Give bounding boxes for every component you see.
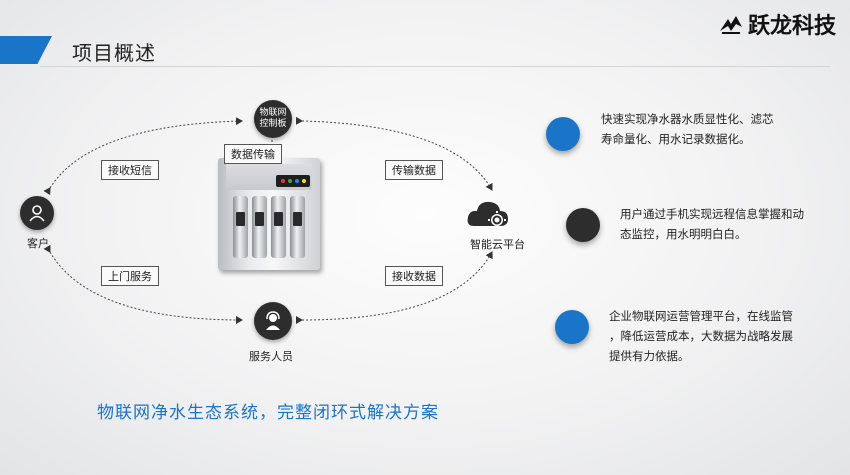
bullet-dot-1 [546, 117, 580, 151]
brand: 跃龙科技 [718, 8, 836, 40]
bullet-dot-3 [555, 310, 589, 344]
filter-cartridge [290, 196, 305, 258]
dragon-logo-icon [718, 13, 744, 35]
edge-label-receive-data: 接收数据 [385, 266, 443, 286]
iot-board-node: 物联网控制板 [254, 100, 292, 138]
customer-node [20, 196, 54, 230]
edge-label-onsite-service: 上门服务 [101, 266, 159, 286]
water-purifier-image [218, 158, 320, 270]
bullet-text-2: 用户通过手机实现远程信息掌握和动 态监控，用水明明白白。 [620, 207, 804, 241]
bullet-text-1: 快速实现净水器水质显性化、滤芯 寿命量化、用水记录数据化。 [601, 112, 774, 146]
headset-user-icon [266, 311, 280, 330]
service-node [254, 302, 292, 340]
page-title: 项目概述 [72, 41, 156, 65]
purifier-display [276, 175, 310, 187]
filter-cartridge [271, 196, 286, 258]
bullet-text-3: 企业物联网运营管理平台，在线监管 ，降低运营成本，大数据为战略发展 提供有力依据… [609, 309, 793, 363]
filter-cartridge [233, 196, 248, 258]
cloud-label: 智能云平台 [470, 238, 525, 251]
bullet-dot-2 [566, 208, 600, 242]
user-icon [29, 205, 45, 222]
customer-label: 客户 [27, 237, 49, 250]
service-label: 服务人员 [249, 350, 293, 363]
tagline: 物联网净水生态系统，完整闭环式解决方案 [97, 403, 439, 423]
edge-label-transmit-data: 传输数据 [385, 160, 443, 180]
title-divider [40, 66, 830, 67]
edge-label-receive-sms: 接收短信 [101, 160, 159, 180]
brand-name: 跃龙科技 [747, 13, 836, 39]
filter-cartridge [252, 196, 267, 258]
iot-board-label: 物联网控制板 [259, 108, 287, 129]
edge-label-data-transfer: 数据传输 [224, 144, 282, 164]
cloud-gear-icon [466, 198, 510, 230]
